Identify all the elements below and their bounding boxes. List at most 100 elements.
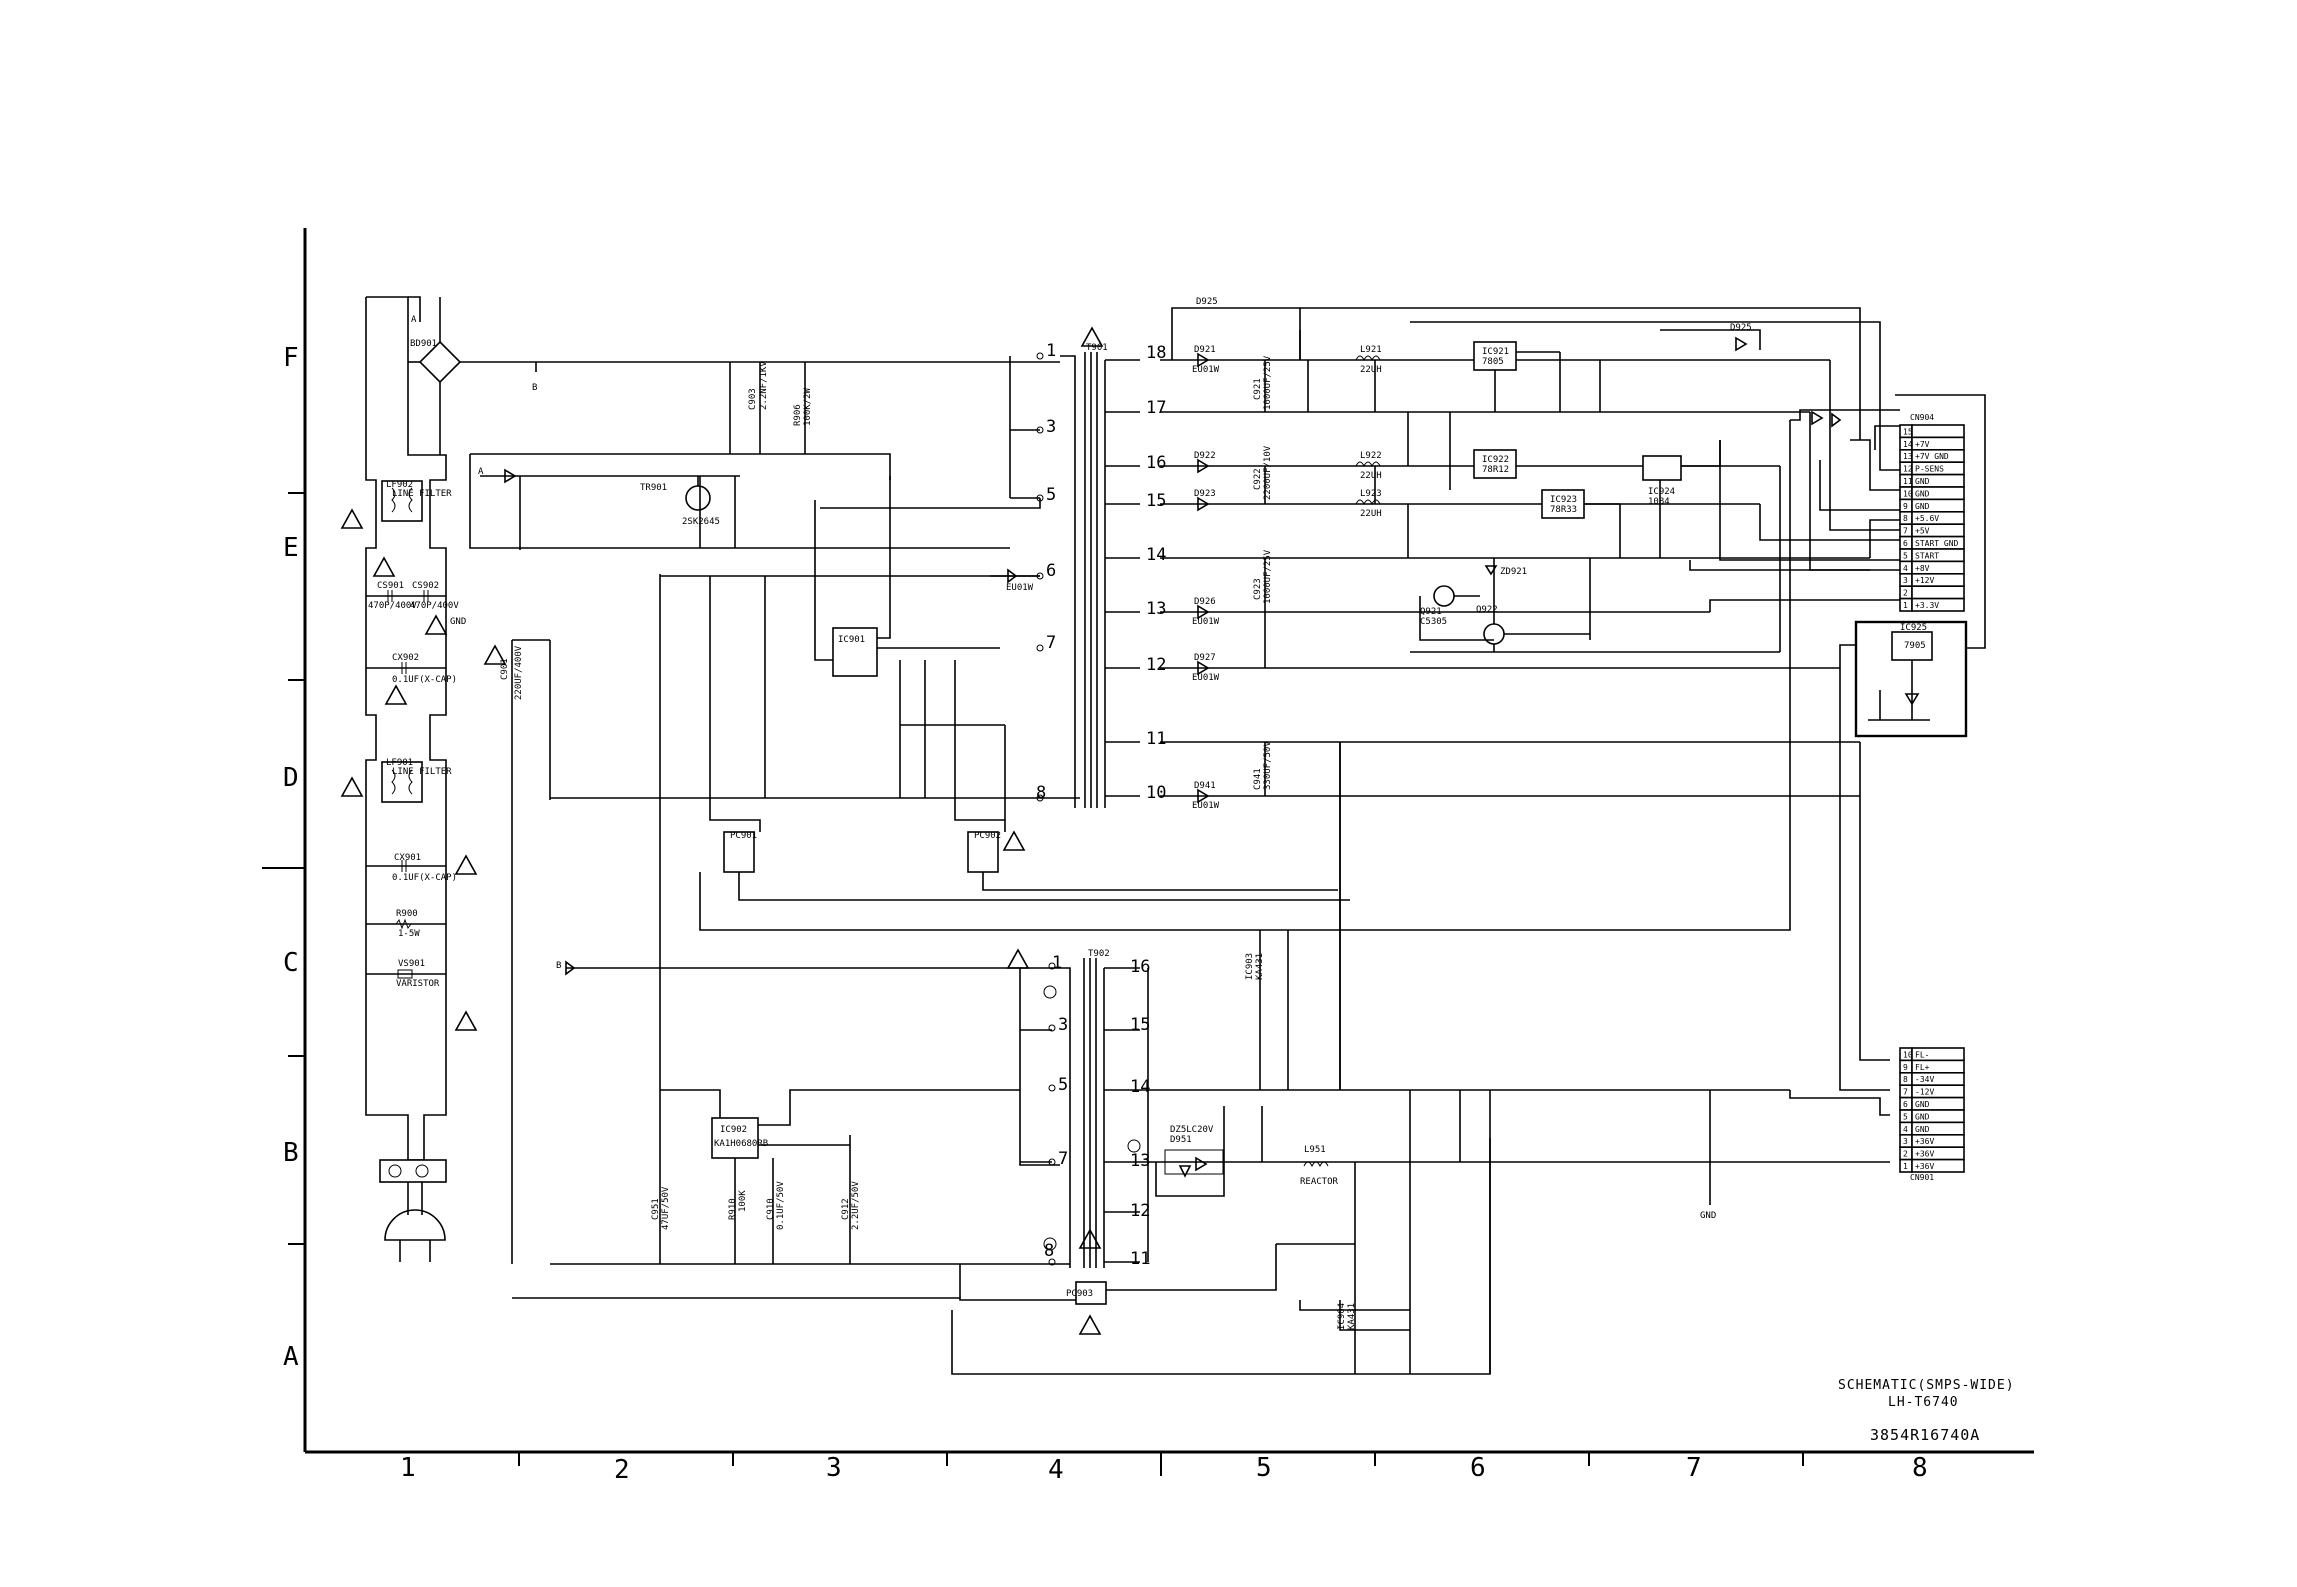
node-b-label-top: B [532,383,537,393]
pin-number: 3 [1903,1137,1908,1146]
pin-number: 11 [1903,477,1913,486]
diode-part-1: EU01W [1192,365,1220,375]
node-a-label: A [478,467,484,477]
t901-pin-16: 16 [1146,453,1166,473]
ac-inlet [379,1159,447,1183]
diode-part-4: EU01W [1192,801,1220,811]
c903-value: 2.2NF/1KV [759,361,769,410]
pc902-ref: PC902 [974,831,1001,841]
c921-ref: C921 [1253,378,1263,400]
vs901-value: VARISTOR [396,979,440,989]
t901-pin-8: 8 [1036,783,1046,803]
tr901-part: 2SK2645 [682,517,720,527]
c951-ref: C951 [651,1198,661,1220]
t901-pin-13: 13 [1146,599,1166,619]
connector-pin-row: 8+5.6V [1899,510,1965,525]
diode-icon [1197,604,1210,620]
connector-pin-row: 13+7V GND [1899,448,1965,463]
pin-name-cell [1911,424,1965,439]
ic924-ref: IC924 [1648,487,1675,497]
pc901-ref: PC901 [730,831,757,841]
secondary-section: D921 D922 D923 D926 D927 D941 EU01W EU01… [1106,297,1986,1374]
document-number: 3854R16740A [1870,1426,1980,1444]
line-filter-lf901 [381,761,423,803]
t901-pin-11: 11 [1146,729,1166,749]
diode-part-3: EU01W [1192,673,1220,683]
connector-pin-row: 7+5V [1899,523,1965,538]
t901-pin-10: 10 [1146,783,1166,803]
standby-regulator-box: IC925 7905 [1854,620,1968,738]
cx902-ref: CX902 [392,653,419,663]
diode-icon [1197,458,1210,474]
transistor-q921-icon [1433,585,1455,607]
diode-icon [1197,352,1210,368]
regulator-ic921 [1473,341,1517,371]
pin-name: +12V [1915,576,1934,585]
pin-name: FL- [1915,1050,1929,1059]
d926-ref: D926 [1194,597,1216,607]
ic902-part: KA1H0680RB [714,1139,768,1149]
r906-ref: R906 [793,404,803,426]
r910-ref: R910 [728,1198,738,1220]
t902-pin-5: 5 [1058,1075,1068,1095]
tl431-2-ref: IC904 [1337,1303,1347,1330]
t901-pin-1: 1 [1046,341,1056,361]
transformer-t902: T902 1 3 5 7 8 16 15 14 13 12 11 [1020,949,1150,1269]
connector-pin-row: 5 GND [1899,1109,1965,1124]
pin-number: 6 [1903,539,1908,548]
warning-icon [424,614,448,635]
cs901-ref: CS901 [377,581,404,591]
pin-number: 13 [1903,452,1913,461]
title-block: SCHEMATIC(SMPS-WIDE) LH-T6740 3854R16740… [1838,1378,2014,1444]
ic902-standby-controller [711,1117,759,1159]
pin-number: 9 [1903,1063,1908,1072]
t901-pin-5: 5 [1046,485,1056,505]
pin-name: GND [1915,1112,1930,1121]
opto-pc902 [967,831,999,873]
pin-number: 1 [1903,601,1908,610]
t901-pin-15: 15 [1146,491,1166,511]
ic925-part: 7905 [1904,641,1926,651]
warning-icon [1080,326,1104,347]
pin-name: GND [1915,1100,1930,1109]
t902-pin-8: 8 [1044,1241,1054,1261]
l923-ref: L923 [1360,489,1382,499]
pin-number: 14 [1903,440,1913,449]
d927-ref: D927 [1194,653,1216,663]
l951-ref: L951 [1304,1145,1326,1155]
pin-name: +7V GND [1915,452,1949,461]
t901-pin-7: 7 [1046,633,1056,653]
sheet-frame [262,228,2034,1476]
row-label-e: E [283,533,299,563]
t901-pin-12: 12 [1146,655,1166,675]
cap-value-a-2: 1000UF/25V [1263,549,1273,604]
ic923-ref: IC923 [1550,495,1577,505]
ic924-part: 1084 [1648,497,1670,507]
regulator-ic925 [1891,631,1933,661]
t902-pin-7: 7 [1058,1149,1068,1169]
diode-icon [1195,1156,1208,1172]
d925-label: D925 [1730,323,1752,333]
cs902-ref: CS902 [412,581,439,591]
c910-ref: C910 [766,1198,776,1220]
connector-pin-row: 7-12V [1899,1084,1965,1099]
l922-ref: L922 [1360,451,1382,461]
cn904-ref: CN904 [1910,413,1934,422]
zd921-ref: ZD921 [1500,567,1527,577]
gnd-label-secondary: GND [1700,1211,1716,1221]
col-label-2: 2 [614,1455,630,1485]
transistor-q922-icon [1483,623,1505,645]
pin-name: -34V [1915,1075,1934,1084]
pin-name: +36V [1915,1162,1934,1171]
connector-pin-row: 8-34V [1899,1072,1965,1087]
pin-name: +3.3V [1915,601,1939,610]
d923-ref: D923 [1194,489,1216,499]
pin-number: 5 [1903,1112,1908,1121]
connector-pin-row: 3+36V [1899,1134,1965,1149]
warning-icon [340,508,364,529]
l923-value: 22UH [1360,509,1382,519]
diode-icon [1904,693,1920,706]
